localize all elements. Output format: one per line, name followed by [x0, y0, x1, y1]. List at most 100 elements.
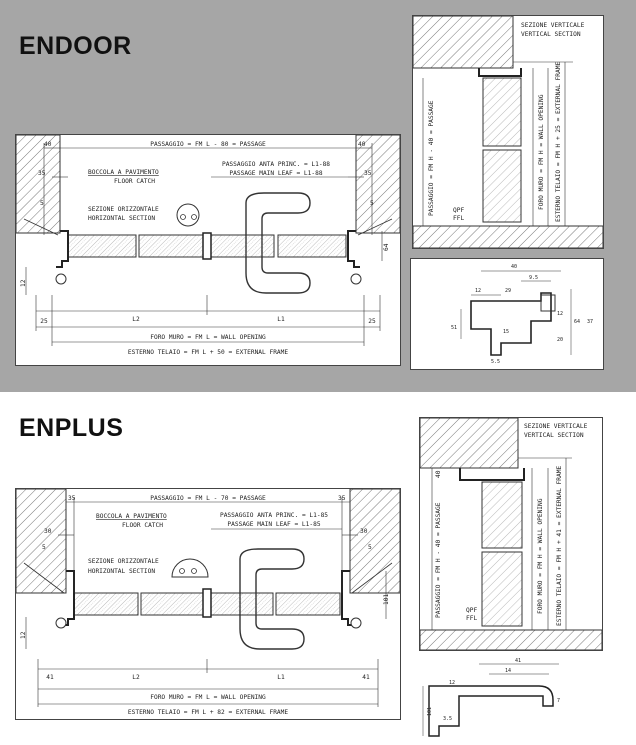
dim-small-left: 5 — [40, 200, 44, 207]
enplus-horizontal-drawing: PASSAGGIO = FM L - 70 = PASSAGE 35 35 PA… — [16, 489, 400, 716]
passage-main-label-1: PASSAGGIO ANTA PRINC. = L1-88 — [222, 161, 330, 168]
dim-top-left: 35 — [68, 495, 76, 502]
frame-profile-left — [56, 230, 69, 268]
horizontal-section-label-2: HORIZONTAL SECTION — [88, 215, 155, 222]
door-leaf-panel — [275, 592, 341, 616]
vertical-external-frame-label: ESTERNO TELAIO = FM H + 25 = EXTERNAL FR… — [555, 62, 562, 222]
detail-dim: 20 — [557, 337, 563, 343]
dim-frame: 101 — [383, 594, 390, 605]
external-frame-label: ESTERNO TELAIO = FM L + 82 = EXTERNAL FR… — [128, 709, 288, 716]
door-handle — [245, 192, 311, 294]
qpf-label: QPF — [453, 207, 464, 214]
dim-inner-right: 30 — [360, 528, 368, 535]
frame-profile-left — [62, 570, 75, 626]
floor-catch-label-1: BOCCOLA A PAVIMENTO — [96, 513, 167, 520]
dim-top-right: 40 — [358, 141, 366, 148]
enplus-profile-detail: 41 14 12 101 3.5 7 — [419, 656, 569, 740]
leaf-left-label: L2 — [132, 674, 140, 681]
detail-dim: 29 — [505, 288, 511, 294]
vertical-passage-label: PASSAGGIO = FM H - 40 = PASSAGE — [428, 100, 435, 216]
floor-catch — [176, 203, 200, 227]
profile-outline — [470, 292, 552, 356]
detail-dim: 12 — [557, 311, 563, 317]
door-handle — [239, 548, 305, 650]
vertical-title-1: SEZIONE VERTICALE — [521, 22, 585, 29]
vertical-title-2: VERTICAL SECTION — [521, 31, 581, 38]
wall-top — [420, 418, 519, 469]
endoor-vertical-section: SEZIONE VERTICALE VERTICAL SECTION PASSA… — [412, 15, 604, 249]
external-frame-label: ESTERNO TELAIO = FM L + 50 = EXTERNAL FR… — [128, 349, 288, 356]
wall-top — [413, 16, 514, 69]
detail-dim: 37 — [587, 319, 593, 325]
profile-outline — [428, 685, 554, 737]
vertical-external-frame-label: ESTERNO TELAIO = FM H + 41 = EXTERNAL FR… — [556, 466, 563, 626]
floor-catch-screw — [191, 214, 197, 220]
wall-right — [349, 489, 400, 594]
door-leaf-panel — [73, 592, 139, 616]
detail-dim: 5.5 — [491, 359, 500, 365]
floor-catch-label-2: FLOOR CATCH — [122, 522, 163, 529]
wall-left — [16, 135, 61, 234]
enplus-vertical-section: SEZIONE VERTICALE VERTICAL SECTION 40 PA… — [419, 417, 603, 651]
dim-side-right: 25 — [368, 318, 376, 325]
leaf-right-label: L1 — [277, 674, 285, 681]
floor — [413, 225, 603, 248]
endoor-vertical-drawing: SEZIONE VERTICALE VERTICAL SECTION PASSA… — [413, 16, 603, 248]
detail-dim: 9.5 — [529, 275, 538, 281]
vertical-passage-label: PASSAGGIO = FM H - 40 = PASSAGE — [435, 502, 442, 618]
frame-head — [478, 68, 522, 77]
dim-side-right: 41 — [362, 674, 370, 681]
ffl-label: FFL — [453, 215, 464, 222]
ffl-label: FFL — [466, 615, 477, 622]
dim-frame: 64 — [383, 243, 390, 251]
horizontal-section-label-1: SEZIONE ORIZZONTALE — [88, 558, 159, 565]
door-leaf-panel — [140, 592, 204, 616]
endoor-horizontal-section: PASSAGGIO = FM L - 80 = PASSAGE 40 40 PA… — [15, 134, 401, 366]
dim-side-left: 25 — [40, 318, 48, 325]
vertical-top-dim: 40 — [435, 470, 442, 478]
vertical-title-2: VERTICAL SECTION — [524, 432, 584, 439]
passage-main-label-2: PASSAGE MAIN LEAF = L1-85 — [227, 521, 320, 528]
pivot-left — [55, 617, 67, 629]
detail-dim: 40 — [511, 264, 517, 270]
horizontal-section-label-2: HORIZONTAL SECTION — [88, 568, 155, 575]
vertical-title-1: SEZIONE VERTICALE — [524, 423, 588, 430]
leaf-right-label: L1 — [277, 316, 285, 323]
dim-top-left: 40 — [44, 141, 52, 148]
passage-main-label-1: PASSAGGIO ANTA PRINC. = L1-85 — [220, 512, 328, 519]
detail-dim: 14 — [505, 668, 511, 674]
door-leaf-panel — [277, 234, 347, 258]
enplus-title: ENPLUS — [19, 414, 124, 442]
enplus-detail-drawing: 41 14 12 101 3.5 7 — [422, 658, 560, 737]
door-leaf-lower — [481, 551, 523, 627]
enplus-horizontal-section: PASSAGGIO = FM L - 70 = PASSAGE 35 35 PA… — [15, 488, 401, 720]
vertical-wall-opening-label: FORO MURO = FM H = WALL OPENING — [537, 498, 544, 614]
detail-dim: 3.5 — [443, 716, 452, 722]
pivot-left — [55, 273, 67, 285]
horizontal-section-label-1: SEZIONE ORIZZONTALE — [88, 206, 159, 213]
frame-profile-right — [341, 570, 354, 626]
endoor-title: ENDOOR — [19, 32, 132, 60]
dim-small-left: 5 — [42, 544, 46, 551]
dimension-lines — [25, 143, 383, 346]
frame-head — [459, 468, 525, 481]
frame-profile-right — [347, 230, 360, 268]
detail-dim: 51 — [451, 325, 457, 331]
central-joint — [202, 588, 212, 618]
detail-dim: 7 — [557, 698, 560, 704]
dim-inner-right: 35 — [364, 170, 372, 177]
detail-dim: 64 — [574, 319, 580, 325]
door-leaf-panel — [67, 234, 137, 258]
dim-inner-left: 30 — [44, 528, 52, 535]
wall-opening-label: FORO MURO = FM L = WALL OPENING — [150, 694, 266, 701]
vertical-wall-opening-label: FORO MURO = FM H = WALL OPENING — [538, 94, 545, 210]
floor — [420, 629, 602, 650]
passage-main-label-2: PASSAGE MAIN LEAF = L1-88 — [229, 170, 322, 177]
floor-catch-screw — [180, 214, 186, 220]
door-leaf-upper — [481, 481, 523, 549]
pivot-right — [350, 617, 362, 629]
wall-left — [16, 489, 67, 594]
dim-top-right: 35 — [338, 495, 346, 502]
door-leaf-panel — [210, 234, 275, 258]
wall-right — [355, 135, 400, 234]
